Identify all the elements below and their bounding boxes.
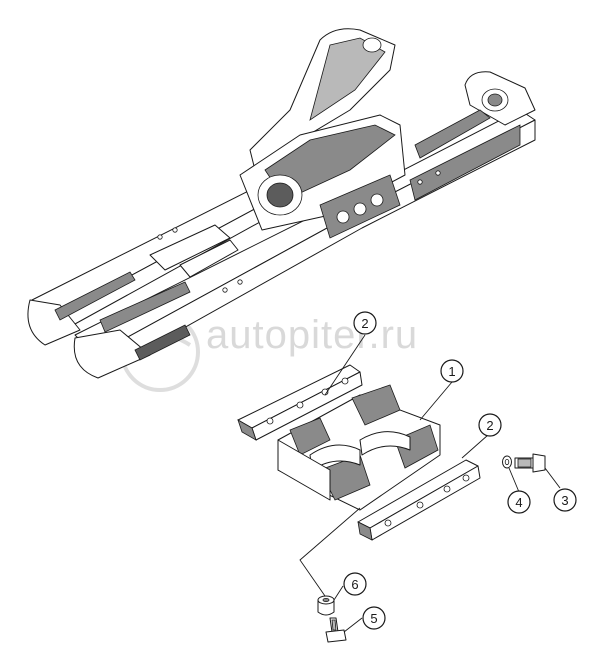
part-5-bolt	[325, 617, 347, 643]
callout-2-lower: 2	[478, 413, 502, 437]
callout-2-lower-label: 2	[486, 418, 493, 433]
callout-5-label: 5	[370, 611, 377, 626]
part-2-lower-plate	[357, 459, 481, 541]
callout-5: 5	[362, 606, 386, 630]
part-6-spacer	[317, 595, 335, 616]
watermark-text: autopiter.ru	[206, 313, 418, 357]
callout-4: 4	[507, 490, 531, 514]
callout-1: 1	[440, 359, 464, 383]
callout-3: 3	[553, 488, 577, 512]
part-4-washer	[502, 455, 512, 469]
callout-4-label: 4	[515, 495, 522, 510]
leader-lines	[299, 334, 561, 633]
callout-2-upper-label: 2	[361, 316, 368, 331]
callout-1-label: 1	[448, 364, 455, 379]
callout-3-label: 3	[561, 493, 568, 508]
callout-6-label: 6	[351, 577, 358, 592]
part-3-bolt	[514, 453, 546, 473]
watermark: autopiter.ru	[120, 312, 418, 392]
part-1-saddle-block	[277, 384, 441, 511]
callout-2-upper: 2	[353, 311, 377, 335]
callout-6: 6	[343, 572, 367, 596]
main-frame	[27, 28, 536, 379]
part-2-upper-plate	[237, 364, 363, 441]
